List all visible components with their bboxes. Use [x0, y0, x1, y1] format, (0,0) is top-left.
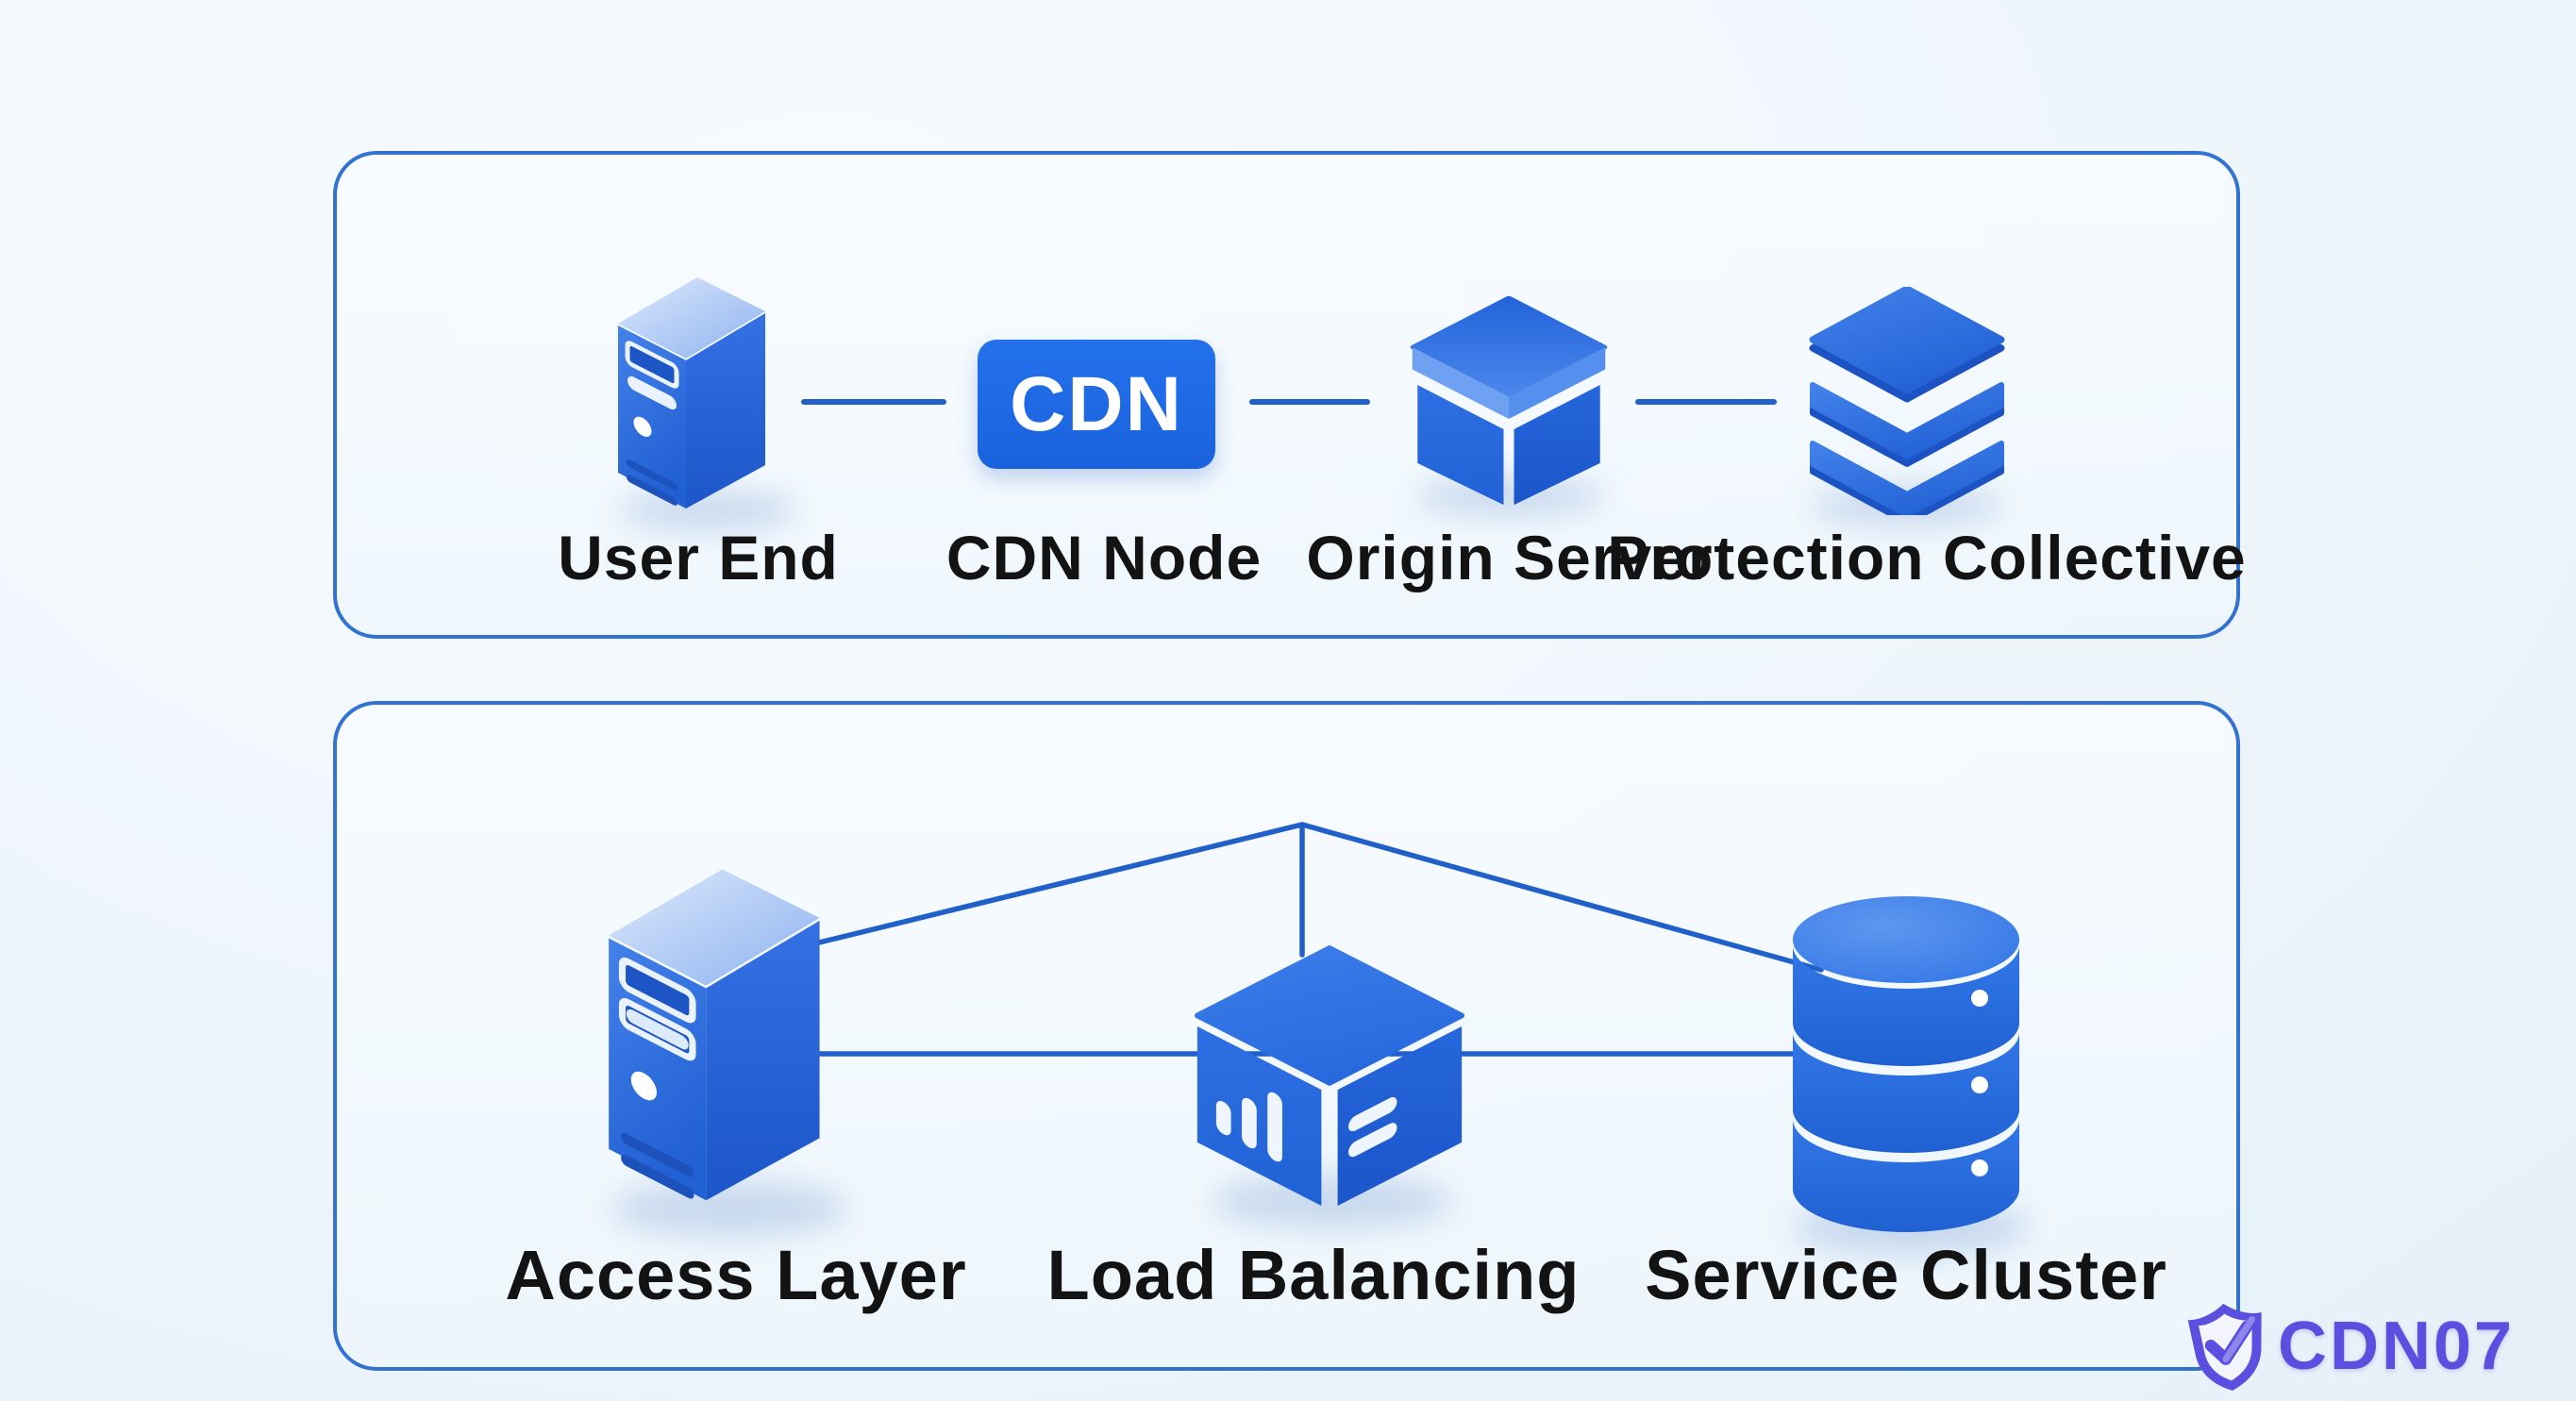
tower-slot	[618, 957, 696, 1024]
brand-logo-text: CDN07	[2278, 1309, 2516, 1384]
shadow-user-end	[618, 491, 797, 530]
shadow-load-balancing	[1213, 1176, 1453, 1227]
db-indicator-dot	[1971, 990, 1988, 1007]
node-label-user-end: User End	[558, 523, 839, 592]
bar-chart-glyph	[1215, 1092, 1282, 1162]
tower-power-dot	[630, 1071, 658, 1101]
list-lines-glyph	[1348, 1096, 1397, 1158]
tower-power-dot	[633, 416, 652, 438]
cube-box-icon	[1410, 296, 1608, 506]
db-indicator-dot	[1971, 1076, 1988, 1093]
stacked-layers-icon	[1809, 287, 2005, 515]
cdn-badge: CDN	[978, 340, 1215, 469]
database-stack-icon	[1793, 896, 2019, 1232]
tower-vent	[621, 1154, 694, 1199]
node-label-access-layer: Access Layer	[505, 1236, 967, 1314]
server-tower-icon	[618, 277, 765, 509]
load-balancer-cube-icon	[1195, 945, 1464, 1207]
node-label-protection-collective: Protection Collective	[1607, 523, 2247, 592]
shield-check-icon	[2187, 1303, 2262, 1391]
tower-slot-highlight	[626, 1009, 689, 1050]
tower-vent	[627, 475, 677, 506]
tower-slot	[627, 375, 677, 410]
brand-logo: CDN07	[2185, 1300, 2515, 1393]
node-label-load-balancing: Load Balancing	[1046, 1236, 1581, 1314]
tower-slot	[625, 341, 679, 389]
db-indicator-dot	[1971, 1159, 1988, 1176]
shadow-origin-server	[1415, 477, 1604, 515]
cdn-badge-text: CDN	[1010, 360, 1183, 447]
shadow-access-layer	[611, 1181, 847, 1236]
node-label-service-cluster: Service Cluster	[1645, 1236, 2167, 1314]
tower-vent	[627, 459, 677, 491]
node-label-origin-server: Origin Server	[1306, 523, 1714, 592]
tower-vent	[621, 1132, 694, 1177]
server-tower-icon	[609, 869, 820, 1201]
node-label-cdn-node: CDN Node	[945, 523, 1263, 592]
